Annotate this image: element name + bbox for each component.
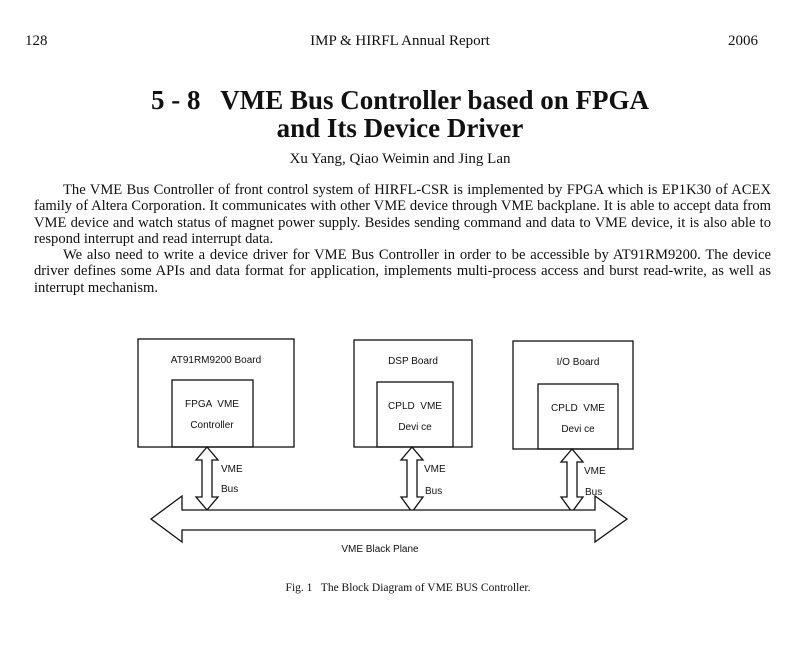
authors: Xu Yang, Qiao Weimin and Jing Lan: [289, 151, 511, 167]
backplane-arrow: [149, 494, 629, 544]
paragraph-text: We also need to write a device driver fo…: [34, 247, 771, 296]
figure-caption: Fig. 1 The Block Diagram of VME BUS Cont…: [285, 582, 531, 594]
bus-label-1: VME: [221, 464, 243, 475]
bus-arrow-1: [194, 445, 220, 512]
article-title-line2: and Its Device Driver: [276, 113, 524, 143]
inner-label-2: Devi ce: [398, 422, 432, 433]
fpga-controller-box: [171, 379, 254, 448]
inner-label-1: CPLD VME: [388, 401, 442, 412]
board-label: I/O Board: [557, 357, 600, 368]
article-title-line1: 5 - 8 VME Bus Controller based on FPGA: [150, 85, 650, 115]
paragraph-2: We also need to write a device driver fo…: [34, 247, 771, 296]
running-title: IMP & HIRFL Annual Report: [310, 33, 490, 49]
inner-label-1: FPGA VME: [185, 399, 239, 410]
bus-label-3: VME: [584, 466, 606, 477]
page-number: 128: [25, 33, 48, 49]
bus-arrow-3: [559, 447, 585, 514]
board-label: AT91RM9200 Board: [171, 355, 261, 366]
cpld-device-box: [376, 381, 454, 448]
inner-label-2: Devi ce: [561, 424, 595, 435]
inner-label-2: Controller: [190, 420, 234, 431]
report-year: 2006: [728, 33, 758, 49]
board-label: DSP Board: [388, 356, 438, 367]
bus-label-2: VME: [424, 464, 446, 475]
bus-label-2b: Bus: [425, 486, 442, 497]
bus-label-1b: Bus: [221, 484, 238, 495]
cpld-device-box: [537, 383, 619, 450]
paragraph-1: The VME Bus Controller of front control …: [34, 182, 771, 247]
bus-arrow-2: [399, 445, 425, 514]
paragraph-text: The VME Bus Controller of front control …: [34, 182, 771, 247]
bus-label-3b: Bus: [585, 487, 602, 498]
inner-label-1: CPLD VME: [551, 403, 605, 414]
backplane-label: VME Black Plane: [341, 544, 419, 555]
